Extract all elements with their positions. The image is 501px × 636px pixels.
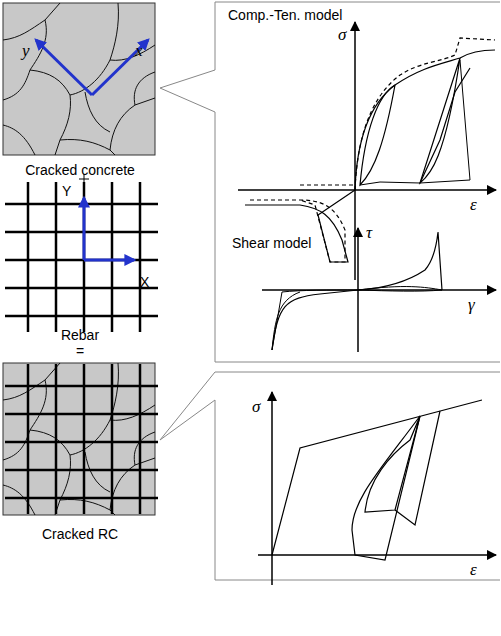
equals-sign: = [76, 344, 84, 359]
chart-title: Comp.-Ten. model [228, 8, 342, 23]
axis-label: τ [366, 224, 372, 243]
axis-label: γ [468, 296, 475, 315]
axis-label: Y [62, 184, 71, 199]
figure-caption: Rebar [61, 328, 99, 343]
chart-title: Shear model [232, 236, 311, 251]
axis-label: y [22, 42, 30, 61]
figure-caption: Cracked RC [42, 527, 118, 542]
axis-label: X [140, 275, 149, 290]
axis-label: x [135, 42, 143, 61]
axis-label: ε [470, 196, 477, 215]
axis-label: σ [338, 26, 346, 45]
axis-label: ε [470, 561, 477, 580]
axis-label: σ [252, 398, 260, 417]
figure-caption: Cracked concrete [25, 163, 135, 178]
